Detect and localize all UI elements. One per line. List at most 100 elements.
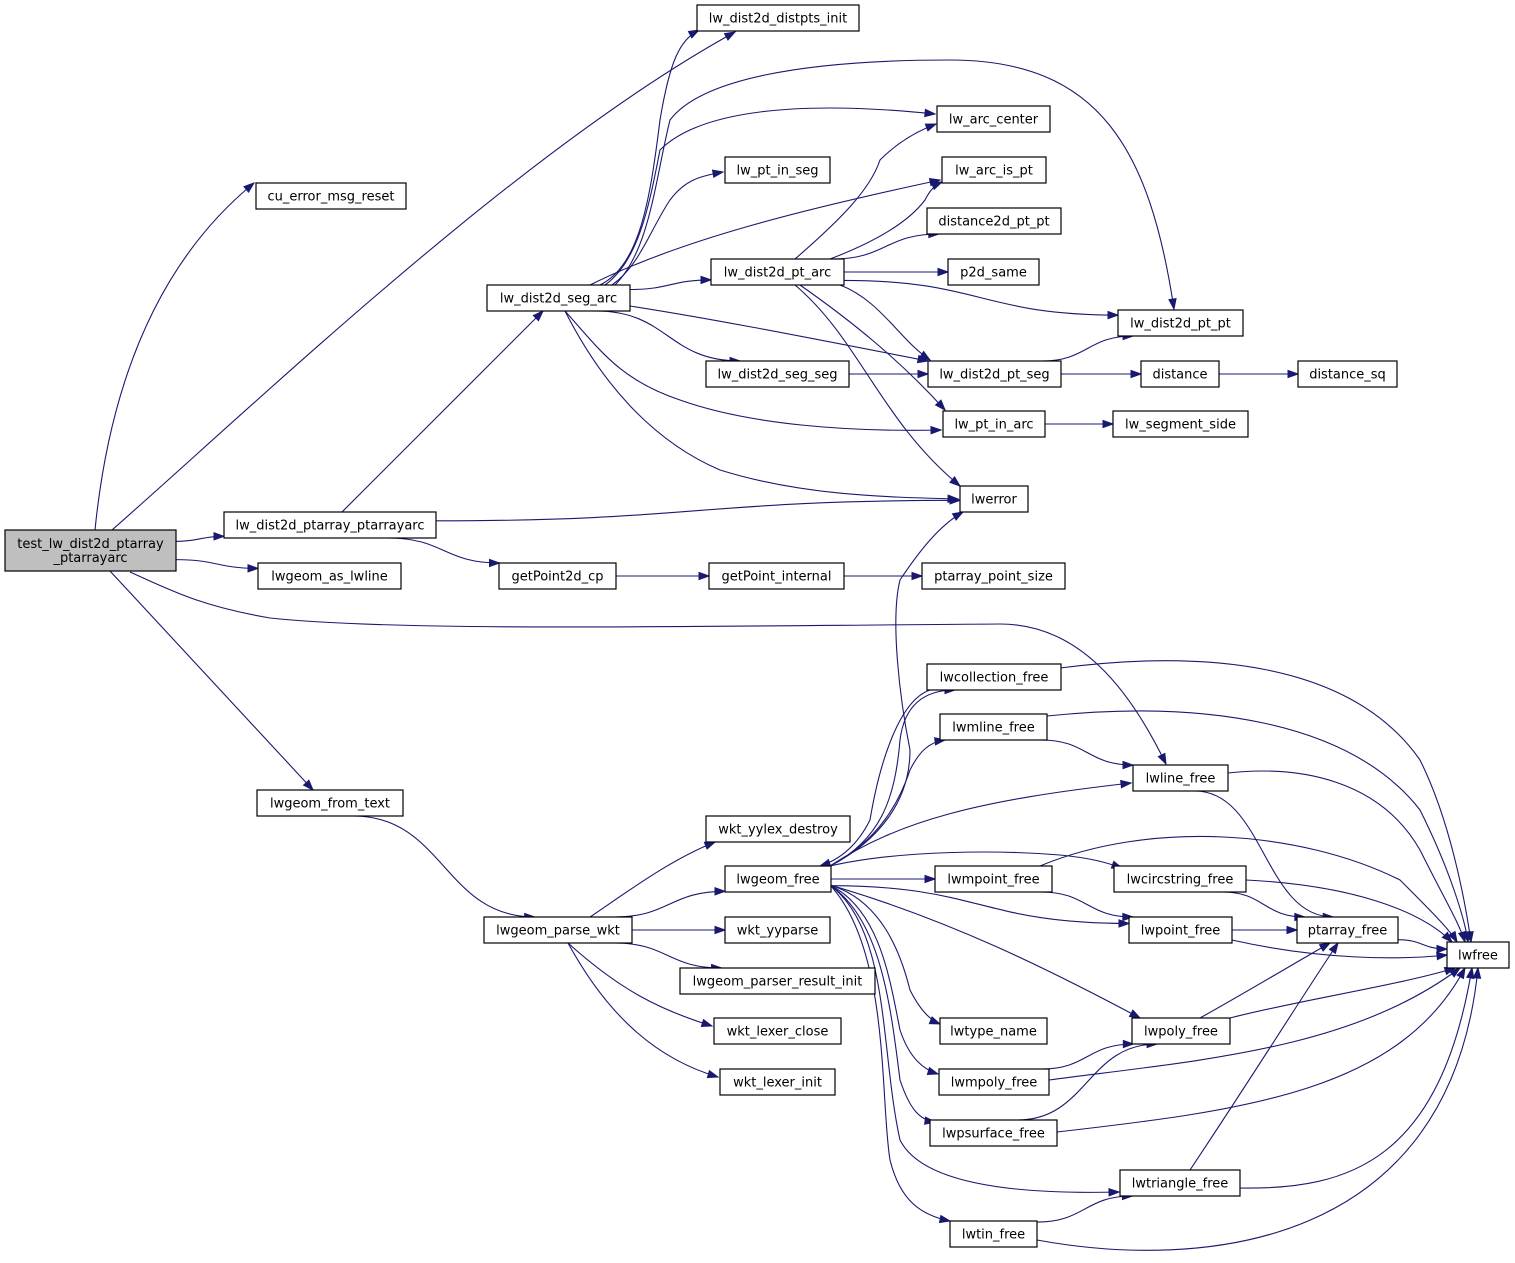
node-label: test_lw_dist2d_ptarray <box>17 537 164 552</box>
edge-lwgeom_parse_wkt-to-wkt_yyparse <box>632 925 727 935</box>
edge-root-to-lw_dist2d_distpts_init-arrowhead <box>723 31 737 41</box>
node-lw-segment-side[interactable]: lw_segment_side <box>1112 410 1249 438</box>
node-lwpoly-free[interactable]: lwpoly_free <box>1131 1017 1231 1045</box>
edge-lw_dist2d_seg_arc-to-lw_pt_in_arc-arrowhead <box>930 425 943 435</box>
edge-root-to-lw_dist2d_distpts_init-line <box>111 31 736 531</box>
edge-lwpoly_free-to-lwfree-line <box>1229 967 1456 1019</box>
node-box <box>1132 764 1229 792</box>
node-lwtin-free[interactable]: lwtin_free <box>949 1220 1038 1248</box>
node-getPoint2d-cp[interactable]: getPoint2d_cp <box>498 562 617 590</box>
node-box <box>942 410 1046 438</box>
node-getPoint-internal[interactable]: getPoint_internal <box>708 562 845 590</box>
edge-lwcollection_free-to-lwgeom_free <box>818 689 931 867</box>
edge-lwgeom_from_text-to-lwgeom_parse_wkt-line <box>353 815 535 918</box>
node-wkt-lexer-init[interactable]: wkt_lexer_init <box>719 1068 836 1096</box>
node-lw-arc-center[interactable]: lw_arc_center <box>936 105 1051 133</box>
edge-lwgeom_free-to-lwpoly_free <box>829 884 1142 1019</box>
edge-ptarray_free-to-lwfree-arrowhead <box>1436 944 1449 954</box>
node-distance[interactable]: distance <box>1140 360 1220 388</box>
node-distance2d-pt-pt[interactable]: distance2d_pt_pt <box>926 207 1062 235</box>
edge-lw_pt_in_arc-to-lw_segment_side-arrowhead <box>1102 419 1115 429</box>
edge-lw_dist2d_seg_arc-to-lw_dist2d_pt_pt <box>614 59 1177 311</box>
node-lw-arc-is-pt[interactable]: lw_arc_is_pt <box>941 156 1047 184</box>
node-lwgeom-parse-wkt[interactable]: lwgeom_parse_wkt <box>483 916 633 944</box>
node-label: distance <box>1152 368 1207 383</box>
edge-lw_dist2d_ptarray_ptarrayarc-to-getPoint2d_cp-arrowhead <box>489 558 501 568</box>
node-label: lw_dist2d_distpts_init <box>709 12 847 27</box>
node-ptarray-free[interactable]: ptarray_free <box>1296 916 1399 944</box>
node-lwpsurface-free[interactable]: lwpsurface_free <box>929 1119 1058 1147</box>
node-ptarray-point-size[interactable]: ptarray_point_size <box>921 562 1066 590</box>
edge-lwgeom_parse_wkt-to-lwgeom_free <box>614 886 727 918</box>
node-label: lw_pt_in_seg <box>737 164 819 179</box>
node-lw-dist2d-pt-seg[interactable]: lw_dist2d_pt_seg <box>927 360 1062 388</box>
node-label: wkt_yylex_destroy <box>718 823 838 838</box>
node-lwgeom-free[interactable]: lwgeom_free <box>724 865 832 893</box>
edge-lwgeom_parse_wkt-to-wkt_lexer_close-arrowhead <box>700 1018 714 1028</box>
node-cu-error-msg-reset[interactable]: cu_error_msg_reset <box>255 182 407 210</box>
node-box <box>1297 360 1398 388</box>
edge-lwgeom_free-to-lwerror <box>829 511 965 867</box>
node-lwtriangle-free[interactable]: lwtriangle_free <box>1119 1169 1241 1197</box>
node-p2d-same[interactable]: p2d_same <box>947 258 1040 286</box>
edge-lw_dist2d_pt_arc-to-lwerror-line <box>794 284 961 487</box>
node-lwgeom-from-text[interactable]: lwgeom_from_text <box>256 789 404 817</box>
node-root[interactable]: test_lw_dist2d_ptarray_ptarrayarc <box>4 529 177 572</box>
node-box <box>1117 309 1244 337</box>
edge-lw_dist2d_ptarray_ptarrayarc-to-lwerror <box>435 496 962 522</box>
node-lwmline-free[interactable]: lwmline_free <box>939 713 1048 741</box>
node-lw-dist2d-seg-arc[interactable]: lw_dist2d_seg_arc <box>486 284 631 312</box>
node-lwcollection-free[interactable]: lwcollection_free <box>926 663 1062 691</box>
node-lw-dist2d-distpts-init[interactable]: lw_dist2d_distpts_init <box>696 4 860 32</box>
node-lw-dist2d-pt-pt[interactable]: lw_dist2d_pt_pt <box>1117 309 1244 337</box>
node-lw-dist2d-ptarray-ptarrayarc[interactable]: lw_dist2d_ptarray_ptarrayarc <box>223 511 437 539</box>
node-wkt-yyparse[interactable]: wkt_yyparse <box>724 916 831 944</box>
edge-lw_dist2d_pt_arc-to-lw_arc_center <box>794 123 938 260</box>
node-lw-dist2d-pt-arc[interactable]: lw_dist2d_pt_arc <box>710 258 845 286</box>
node-label: lwpoly_free <box>1144 1025 1218 1040</box>
node-lwline-free[interactable]: lwline_free <box>1132 764 1229 792</box>
edge-lw_dist2d_pt_arc-to-lw_arc_is_pt-line <box>829 181 943 260</box>
node-lw-dist2d-seg-seg[interactable]: lw_dist2d_seg_seg <box>705 360 850 388</box>
node-label: lwpsurface_free <box>942 1127 1045 1142</box>
node-lwerror[interactable]: lwerror <box>959 485 1029 513</box>
edge-lwgeom_free-to-lwpoly_free-line <box>829 884 1141 1019</box>
node-label: lwtriangle_free <box>1132 1177 1229 1192</box>
edge-lwtriangle_free-to-ptarray_free-line <box>1189 942 1339 1171</box>
edge-lwgeom_free-to-lwpoint_free-arrowhead <box>1118 919 1131 928</box>
node-lwmpoly-free[interactable]: lwmpoly_free <box>938 1068 1050 1096</box>
node-label: wkt_lexer_init <box>733 1076 822 1091</box>
node-label: lw_arc_is_pt <box>955 164 1033 179</box>
edge-lw_dist2d_ptarray_ptarrayarc-to-getPoint2d_cp <box>387 537 501 568</box>
edge-lw_dist2d_pt_arc-to-lw_arc_is_pt-arrowhead <box>930 181 944 191</box>
edge-lwgeom_parse_wkt-to-wkt_lexer_close-line <box>567 942 713 1027</box>
edge-lwgeom_free-to-lwline_free-line <box>829 782 1132 867</box>
node-box <box>947 258 1040 286</box>
edge-lwgeom_parse_wkt-to-wkt_yylex_destroy-line <box>589 841 716 918</box>
edge-lwgeom_parse_wkt-to-wkt_lexer_init <box>567 942 720 1079</box>
node-label: lwfree <box>1458 949 1498 964</box>
edge-lwtriangle_free-to-ptarray_free-arrowhead <box>1328 941 1339 955</box>
edge-lwpsurface_free-to-lwpoly_free-line <box>1017 1043 1158 1121</box>
edge-lwgeom_free-to-lwpoint_free <box>830 885 1131 928</box>
node-label: lw_dist2d_seg_seg <box>717 368 837 383</box>
node-lw-pt-in-seg[interactable]: lw_pt_in_seg <box>724 156 831 184</box>
node-wkt-lexer-close[interactable]: wkt_lexer_close <box>713 1017 842 1045</box>
node-box <box>926 663 1062 691</box>
edge-lwmpoint_free-to-lwfree <box>1039 835 1458 944</box>
node-wkt-yylex-destroy[interactable]: wkt_yylex_destroy <box>705 815 851 843</box>
node-lwmpoint-free[interactable]: lwmpoint_free <box>934 865 1053 893</box>
node-lwcircstring-free[interactable]: lwcircstring_free <box>1113 865 1247 893</box>
edge-distance-to-distance_sq <box>1218 369 1300 379</box>
node-lwgeom-parser-result-init[interactable]: lwgeom_parser_result_init <box>679 967 876 995</box>
node-lwpoint-free[interactable]: lwpoint_free <box>1128 916 1233 944</box>
edge-lwmline_free-to-lwline_free-arrowhead <box>1122 760 1135 770</box>
node-label: lw_dist2d_pt_seg <box>939 368 1049 383</box>
node-label: getPoint_internal <box>721 570 831 585</box>
node-distance-sq[interactable]: distance_sq <box>1297 360 1398 388</box>
node-lwfree[interactable]: lwfree <box>1446 941 1510 969</box>
node-lw-pt-in-arc[interactable]: lw_pt_in_arc <box>942 410 1046 438</box>
node-lwgeom-as-lwline[interactable]: lwgeom_as_lwline <box>257 562 402 590</box>
node-lwtype-name[interactable]: lwtype_name <box>939 1017 1048 1045</box>
